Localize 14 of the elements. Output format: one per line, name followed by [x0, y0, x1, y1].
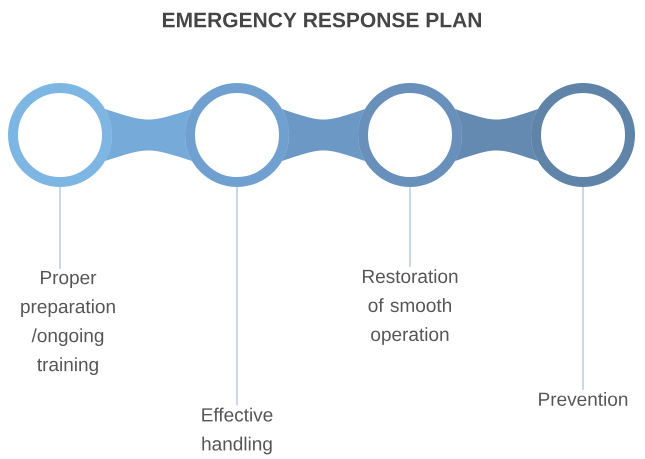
step-label: Proper preparation /ongoing training	[21, 271, 115, 375]
ring	[531, 83, 635, 187]
step-label: Prevention	[539, 392, 628, 406]
title: EMERGENCY RESPONSE PLAN	[162, 12, 481, 28]
ring	[8, 83, 112, 187]
step-label: Effective handling	[202, 408, 272, 454]
chain-link	[455, 109, 538, 161]
ring	[185, 83, 289, 187]
step-label: Restoration of smooth operation	[362, 269, 458, 345]
leader-line	[582, 186, 584, 390]
chain-link	[282, 109, 365, 161]
leader-line	[236, 186, 238, 406]
ring	[358, 83, 462, 187]
chain-link	[105, 109, 192, 161]
